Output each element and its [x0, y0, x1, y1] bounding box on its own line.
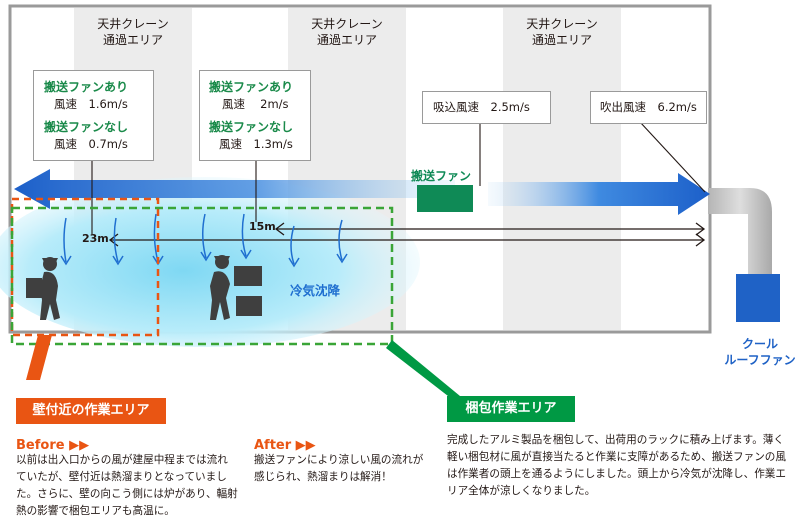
cool-roof-fan-label-line1: クール	[741, 337, 778, 351]
crane-band-3	[503, 8, 621, 330]
box-mid-without-fan: 搬送ファンなし	[209, 120, 294, 134]
crane-label-3-line1: 天井クレーン	[526, 17, 598, 31]
box-mid-without-speed: 風速 1.3m/s	[219, 137, 293, 151]
box-left-without-fan: 搬送ファンなし	[44, 120, 129, 134]
leader-line-outlet	[639, 121, 706, 193]
cool-roof-fan-label-line2: ルーフファン	[724, 353, 796, 367]
crane-label-3-line2: 通過エリア	[531, 33, 592, 47]
cool-roof-fan-label: クール ルーフファン	[720, 336, 800, 368]
crane-label-2-line1: 天井クレーン	[311, 17, 383, 31]
worker-figure-2	[210, 255, 262, 320]
outlet-speed-text: 吹出風速 6.2m/s	[600, 100, 697, 114]
transport-fan-label: 搬送ファン	[411, 169, 472, 183]
after-title: After ▶▶	[254, 438, 316, 453]
crane-label-2-line2: 通過エリア	[316, 33, 377, 47]
box-mid-with-fan: 搬送ファンあり	[209, 80, 294, 94]
crane-label-1: 天井クレーン 通過エリア	[74, 16, 192, 48]
outlet-speed-box: 吹出風速 6.2m/s	[590, 91, 707, 124]
box-left-with-speed: 風速 1.6m/s	[54, 97, 128, 111]
cold-air-cloud	[0, 177, 420, 347]
before-text: 以前は出入口からの風が建屋中程までは流れていたが、壁付近は熱溜まりとなっていまし…	[16, 454, 238, 517]
distance-arrow-15m	[274, 222, 706, 236]
worker-figure-1	[26, 257, 60, 320]
transport-fan	[417, 185, 473, 212]
intake-speed-text: 吸込風速 2.5m/s	[433, 100, 530, 114]
after-text: 搬送ファンにより涼しい風の流れが感じられ、熱溜まりは解消！	[254, 454, 424, 483]
cool-roof-fan	[736, 274, 780, 322]
crane-label-2: 天井クレーン 通過エリア	[288, 16, 406, 48]
before-title: Before ▶▶	[16, 438, 90, 453]
wall-tag-pointer	[26, 335, 52, 380]
wall-area-outline	[10, 197, 160, 337]
distance-15m-label: 15m	[249, 220, 276, 233]
box-mid-with-speed: 風速 2m/s	[222, 97, 289, 111]
duct	[708, 188, 772, 278]
pack-tag-pointer	[386, 340, 460, 396]
box-left-without-speed: 風速 0.7m/s	[54, 137, 128, 151]
speed-box-left: 搬送ファンあり 風速 1.6m/s 搬送ファンなし 風速 0.7m/s	[33, 70, 154, 161]
packing-description: 完成したアルミ製品を梱包して、出荷用のラックに積み上げます。薄く軽い梱包材に風が…	[447, 434, 786, 497]
packing-area-outline	[10, 206, 394, 346]
cold-air-label: 冷気沈降	[290, 283, 341, 298]
crane-label-1-line1: 天井クレーン	[97, 17, 169, 31]
intake-speed-box: 吸込風速 2.5m/s	[422, 91, 551, 124]
box-left-with-fan: 搬送ファンあり	[44, 80, 129, 94]
airflow-arrow-right	[488, 173, 710, 215]
speed-box-mid: 搬送ファンあり 風速 2m/s 搬送ファンなし 風速 1.3m/s	[199, 70, 311, 161]
distance-23m-label: 23m	[82, 232, 109, 245]
crane-label-1-line2: 通過エリア	[102, 33, 163, 47]
cold-air-arrows	[60, 213, 348, 268]
airflow-arrow-left	[14, 169, 455, 209]
crane-label-3: 天井クレーン 通過エリア	[503, 16, 621, 48]
packing-work-area-tag: 梱包作業エリア	[447, 396, 575, 422]
wall-work-area-tag: 壁付近の作業エリア	[16, 398, 166, 424]
